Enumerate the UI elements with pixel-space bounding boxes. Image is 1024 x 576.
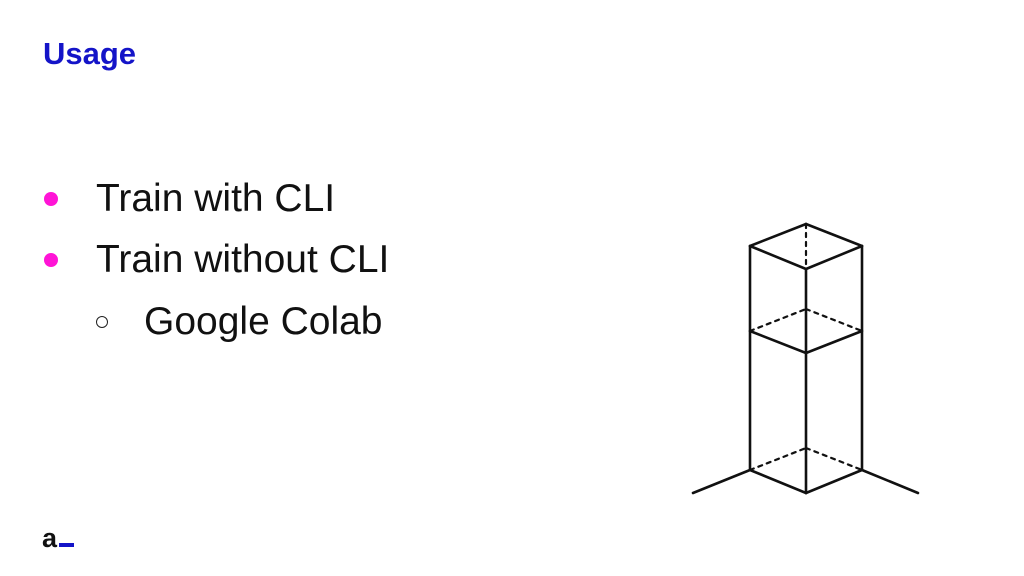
bullet-text: Train with CLI [96, 177, 336, 220]
bullet-text: Google Colab [144, 300, 383, 343]
prism-edge [748, 468, 808, 495]
slide-title: Usage [43, 36, 137, 71]
prism-edge [804, 468, 864, 495]
bullet-ring-icon [96, 316, 108, 328]
sub-bullet-item: Google Colab [96, 297, 383, 347]
prism-edge [804, 329, 864, 355]
bullet-item: Train without CLI [44, 235, 389, 285]
prism-edge [804, 222, 864, 248]
prism-hidden-edge [748, 307, 808, 333]
prism-hidden-edge [804, 446, 864, 472]
prism-hidden-edge [748, 446, 808, 472]
bullet-text: Train without CLI [96, 238, 390, 281]
bullet-dot-icon [44, 253, 58, 267]
prism-ground-line [860, 468, 920, 495]
bullet-item: Train with CLI [44, 174, 335, 224]
bullet-dot-icon [44, 192, 58, 206]
bullet-list: Train with CLI Train without CLI Google … [0, 0, 600, 400]
wireframe-prism-icon [691, 222, 920, 495]
prism-edge [804, 244, 864, 271]
brand-logo-icon: a [42, 523, 75, 553]
prism-edge [748, 244, 808, 271]
prism-edge [748, 329, 808, 355]
prism-hidden-edge [804, 307, 864, 333]
logo-letter: a [42, 523, 58, 553]
prism-edge [748, 222, 808, 248]
logo-underscore-icon [59, 543, 75, 547]
prism-ground-line [691, 468, 752, 495]
